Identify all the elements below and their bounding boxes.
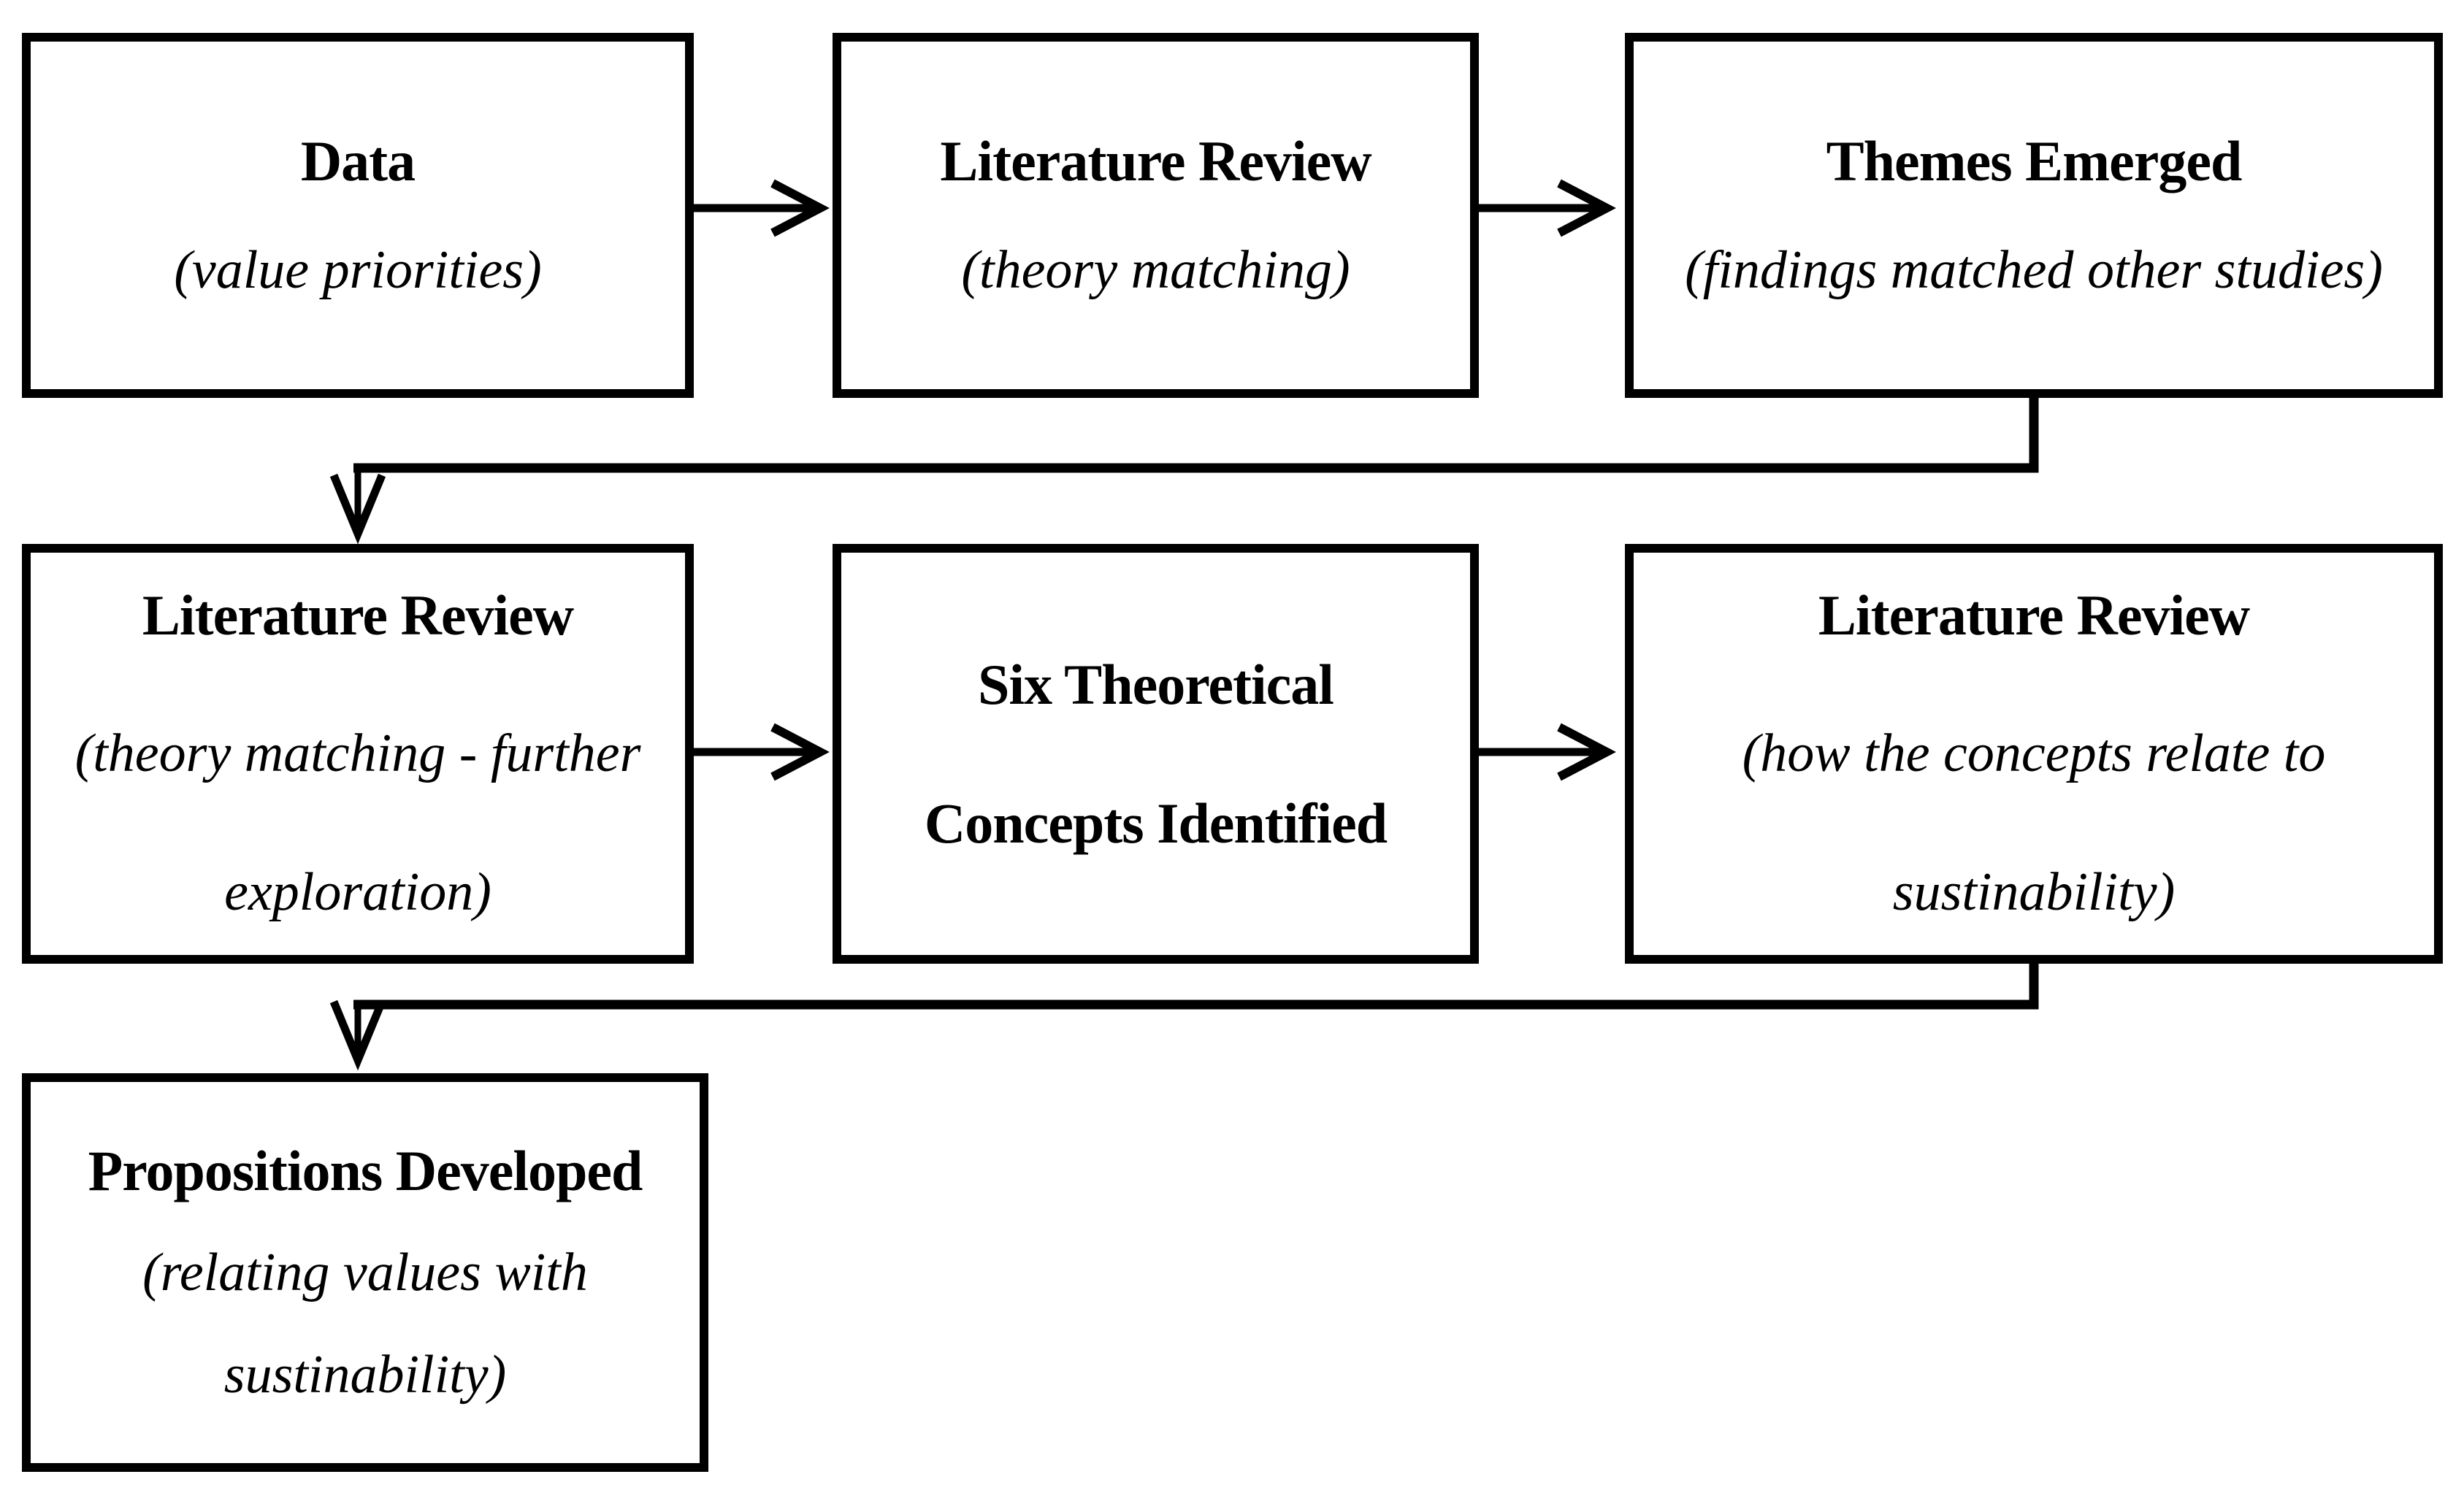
box-title: Data bbox=[300, 128, 416, 193]
box-literature-review-concepts-sustainability: Literature Review (how the concepts rela… bbox=[1625, 544, 2443, 964]
box-themes-emerged: Themes Emerged (findings matched other s… bbox=[1625, 33, 2443, 398]
box-title: Themes Emerged bbox=[1826, 128, 2243, 193]
box-title-line-2: Concepts Identified bbox=[924, 791, 1388, 855]
box-subtitle: (findings matched other studies) bbox=[1685, 239, 2383, 300]
box-subtitle-line-2: exploration) bbox=[224, 862, 491, 922]
box-literature-review-theory-matching: Literature Review (theory matching) bbox=[833, 33, 1479, 398]
box-literature-review-further-exploration: Literature Review (theory matching - fur… bbox=[22, 544, 694, 964]
box-title: Literature Review bbox=[142, 583, 574, 647]
arrow-six-concepts-to-literature-review-3 bbox=[1479, 723, 1616, 781]
box-subtitle: (theory matching) bbox=[961, 239, 1350, 300]
arrow-literature-review-to-themes-emerged bbox=[1479, 179, 1616, 237]
box-subtitle-line-2: sustinability) bbox=[1892, 862, 2176, 922]
elbow-arrow-literature-review-3-to-propositions bbox=[329, 964, 2039, 1071]
box-propositions-developed: Propositions Developed (relating values … bbox=[22, 1073, 708, 1472]
box-six-theoretical-concepts-identified: Six Theoretical Concepts Identified bbox=[833, 544, 1479, 964]
box-subtitle-line-1: (how the concepts relate to bbox=[1742, 724, 2326, 783]
arrow-head-right-icon bbox=[770, 723, 830, 781]
arrow-head-right-icon bbox=[1557, 179, 1616, 237]
elbow-line bbox=[353, 398, 2039, 473]
box-subtitle-line-1: (relating values with bbox=[142, 1242, 588, 1302]
box-title-line-1: Six Theoretical bbox=[978, 653, 1334, 716]
box-data: Data (value priorities) bbox=[22, 33, 694, 398]
box-title: Literature Review bbox=[1818, 583, 2250, 647]
box-subtitle-line-1: (theory matching - further bbox=[74, 724, 641, 783]
arrow-head-down-icon bbox=[329, 999, 386, 1071]
arrow-head-down-icon bbox=[329, 473, 386, 545]
elbow-line bbox=[353, 964, 2039, 1010]
arrow-head-right-icon bbox=[1557, 723, 1616, 781]
box-title: Literature Review bbox=[940, 128, 1371, 193]
arrow-literature-review-2-to-six-concepts bbox=[694, 723, 830, 781]
arrow-head-right-icon bbox=[770, 179, 830, 237]
box-subtitle: (value priorities) bbox=[174, 239, 542, 300]
box-subtitle-line-2: sustinability) bbox=[223, 1344, 507, 1405]
elbow-arrow-themes-emerged-to-literature-review-2 bbox=[329, 398, 2039, 545]
box-title: Propositions Developed bbox=[88, 1138, 643, 1202]
arrow-data-to-literature-review bbox=[694, 179, 830, 237]
